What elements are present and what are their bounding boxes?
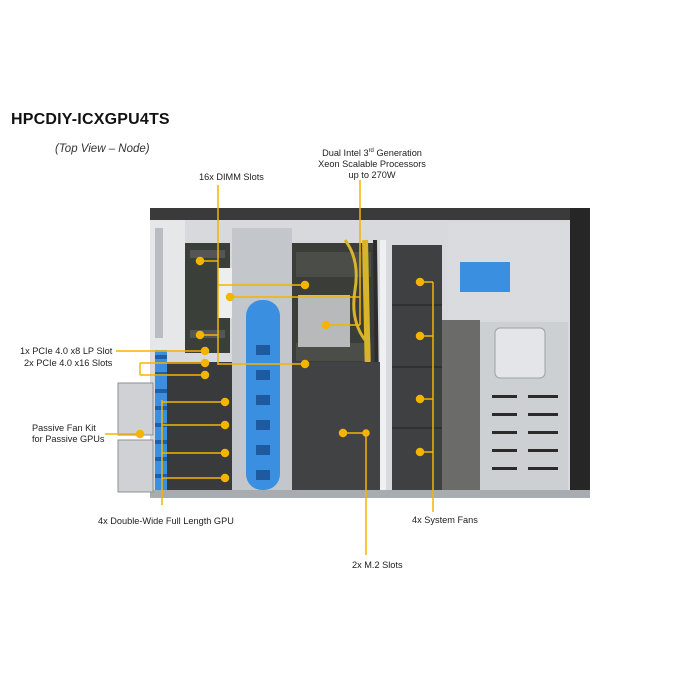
system-fans-label: 4x System Fans bbox=[412, 515, 478, 525]
processor-label-line2: Xeon Scalable Processors bbox=[318, 159, 426, 170]
m2-slots-label: 2x M.2 Slots bbox=[352, 560, 403, 570]
view-subtitle: (Top View – Node) bbox=[55, 143, 150, 155]
processor-label-line3: up to 270W bbox=[348, 170, 396, 181]
server-chassis bbox=[117, 208, 590, 498]
dimm-slots-label: 16x DIMM Slots bbox=[199, 172, 264, 182]
processor-label-line1: Dual Intel 3rd Generation bbox=[322, 148, 422, 159]
passive-fan-kit-label: Passive Fan Kit for Passive GPUs bbox=[32, 423, 105, 444]
pcie-lp-slot-label: 1x PCIe 4.0 x8 LP Slot bbox=[20, 346, 113, 356]
callout-lines bbox=[105, 180, 434, 555]
gpu-label: 4x Double-Wide Full Length GPU bbox=[98, 516, 234, 526]
product-title: HPCDIY-ICXGPU4TS bbox=[11, 111, 170, 128]
processor-label: Dual Intel 3rd Generation Xeon Scalable … bbox=[313, 146, 431, 181]
pcie-x16-slots-label: 2x PCIe 4.0 x16 Slots bbox=[24, 358, 113, 368]
